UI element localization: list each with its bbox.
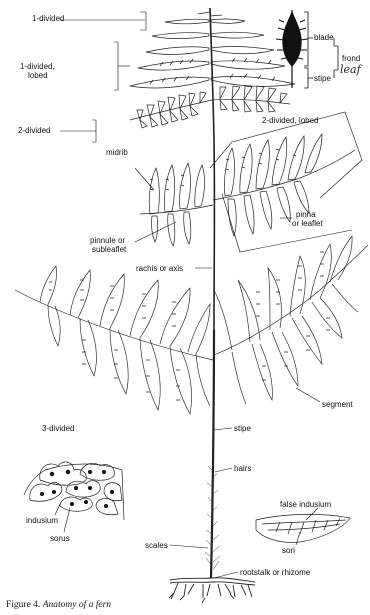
label-blade: blade [314,33,334,42]
label-midrib: midrib [106,148,128,157]
label-segment: segment [322,400,353,409]
three-divided-pinnae [15,236,368,414]
main-rachis [210,8,214,578]
label-2-divided-lobed: 2-divided, lobed [262,116,318,125]
rhizome-roots [169,578,255,603]
label-pinnule-line2: subleaflet [92,245,126,254]
label-sori: sori [282,546,295,555]
caption-title: Anatomy of a fern [43,600,111,610]
label-scales: scales [145,541,168,550]
label-false-indusium: false indusium [280,500,331,509]
label-pinna-line1: pinna [296,210,316,219]
label-indusium: indusium [26,516,58,525]
figure-caption: Figure 4. Anatomy of a fern [6,600,111,610]
label-hairs: hairs [234,464,251,473]
label-rachis: rachis or axis [136,264,183,273]
false-indusium-inset [256,514,350,542]
caption-prefix: Figure 4. [6,600,43,610]
label-pinnule-line1: pinnule or [90,236,125,245]
label-2-divided: 2-divided [18,126,50,135]
label-1-divided-lobed-line1: 1-divided, [20,62,55,71]
label-3-divided: 3-divided [42,424,74,433]
label-rootstalk: rootstalk or rhizome [240,568,310,577]
sorus-inset [24,462,124,520]
handwritten-annotation: leaf [340,63,361,76]
frond-silhouette [276,10,308,88]
label-1-divided: 1-divided [32,14,64,23]
label-stipe-inset: stipe [314,74,331,83]
leader-lines [55,12,362,578]
label-1-divided-lobed-line2: lobed [28,71,48,80]
label-pinna-line2: or leaflet [292,219,323,228]
label-stipe: stipe [234,424,251,433]
label-sorus: sorus [50,534,70,543]
label-frond: frond [342,54,360,63]
